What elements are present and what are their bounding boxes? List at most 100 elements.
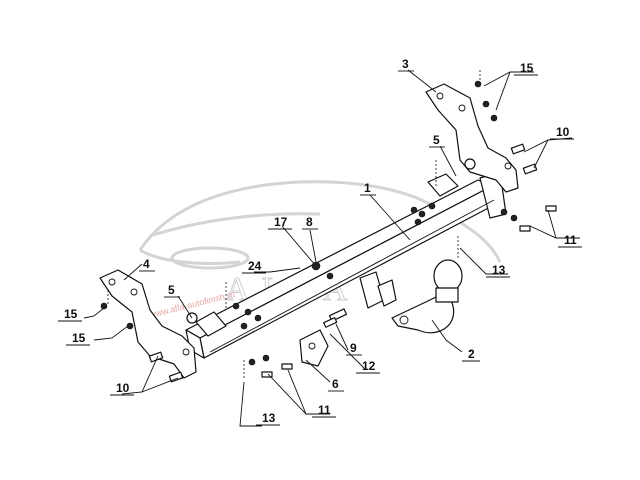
nut — [428, 202, 436, 210]
right-bracket-hole — [504, 162, 512, 170]
callout-17: 17 — [274, 215, 288, 229]
left-bracket-plate — [99, 269, 197, 379]
callout-13-bottom: 13 — [262, 411, 276, 425]
right-bracket-plate — [425, 83, 519, 193]
tow-ball-collar — [435, 287, 459, 303]
main-crossbeam — [185, 171, 507, 359]
callout-8: 8 — [306, 215, 313, 229]
socket-plate — [299, 329, 329, 367]
callout-labels: 1 2 3 4 5 5 6 8 9 10 10 11 11 12 13 13 1… — [64, 57, 577, 425]
center-bracket — [359, 271, 397, 309]
tow-ball-head — [433, 259, 463, 293]
leader-8 — [309, 229, 317, 263]
nut — [244, 308, 252, 316]
leader-2 — [469, 349, 473, 353]
leader-10b-2 — [141, 377, 179, 393]
callout-15-top: 15 — [520, 61, 534, 75]
nut — [414, 218, 422, 226]
leader-15c — [93, 325, 129, 341]
leader-13a — [459, 247, 508, 275]
leader-24 — [254, 267, 301, 273]
nut — [418, 210, 426, 218]
callout-15-left-lower: 15 — [72, 331, 86, 345]
leader-15a-2 — [495, 71, 511, 111]
nut — [248, 358, 256, 366]
nut — [482, 100, 490, 108]
fasteners — [100, 70, 557, 383]
nut — [254, 314, 262, 322]
nut — [326, 272, 334, 280]
right-bracket-hole — [436, 92, 444, 100]
leader-11a-2 — [547, 209, 557, 239]
nut — [490, 114, 498, 122]
socket-plate-hole — [308, 342, 316, 350]
bolt — [261, 371, 273, 378]
callout-5-left: 5 — [168, 283, 175, 297]
callout-4: 4 — [143, 257, 150, 271]
mounting-blocks — [186, 158, 476, 337]
watermark-car-outline — [138, 180, 502, 265]
leader-17 — [281, 225, 317, 267]
left-bracket — [99, 269, 197, 379]
nut — [232, 302, 240, 310]
bolt — [323, 317, 338, 328]
leader-3 — [407, 69, 437, 93]
callout-11-bottom: 11 — [318, 403, 331, 417]
nut — [262, 354, 270, 362]
nut — [410, 206, 418, 214]
left-bracket-hole — [108, 278, 116, 286]
leader-11b-2 — [287, 369, 307, 415]
left-bracket-hole — [182, 348, 190, 356]
leader-9 — [335, 323, 349, 351]
callout-10-left: 10 — [116, 381, 130, 395]
bolt — [545, 205, 557, 212]
nut — [240, 322, 248, 330]
left-mount-block — [195, 311, 227, 337]
callout-5-right: 5 — [433, 133, 440, 147]
callout-6: 6 — [332, 377, 339, 391]
leader-4 — [123, 263, 143, 281]
callout-10-right: 10 — [556, 125, 570, 139]
callout-11-right: 11 — [564, 233, 577, 247]
callout-24: 24 — [248, 259, 262, 273]
bolt — [522, 163, 538, 175]
leader-6 — [305, 359, 331, 383]
bolt — [168, 371, 184, 383]
right-bracket — [425, 83, 519, 193]
bolt — [510, 143, 526, 155]
nut — [126, 322, 134, 330]
leader-2-path — [431, 319, 463, 353]
right-mount-block — [427, 173, 459, 197]
leader-5a — [439, 145, 457, 177]
center-bracket-side — [377, 279, 397, 307]
leader-15b — [83, 307, 105, 319]
callout-underlines — [58, 70, 582, 426]
callout-9: 9 — [350, 341, 357, 355]
tow-ball-assembly — [391, 259, 463, 334]
leader-5b — [177, 295, 193, 319]
nut — [500, 208, 508, 216]
left-bracket-hole — [130, 288, 138, 296]
leader-12 — [329, 333, 367, 371]
tow-ball-hole — [399, 315, 409, 325]
nut — [510, 214, 518, 222]
leader-13b — [239, 381, 262, 427]
leader-1 — [369, 194, 411, 241]
callout-2: 2 — [468, 347, 475, 361]
leader-10a-2 — [533, 139, 549, 169]
callout-15-left-upper: 15 — [64, 307, 78, 321]
callout-12: 12 — [362, 359, 376, 373]
nut — [474, 80, 482, 88]
watermark-car-wheel — [170, 246, 250, 270]
nut — [100, 302, 108, 310]
callout-13-right: 13 — [492, 263, 506, 277]
leader-lines — [83, 69, 580, 427]
bolt — [281, 363, 293, 370]
beam-edge-line — [209, 199, 495, 353]
callout-1: 1 — [364, 181, 371, 195]
right-spacer — [464, 158, 476, 170]
right-bracket-hole — [458, 104, 466, 112]
bolt — [519, 225, 531, 232]
